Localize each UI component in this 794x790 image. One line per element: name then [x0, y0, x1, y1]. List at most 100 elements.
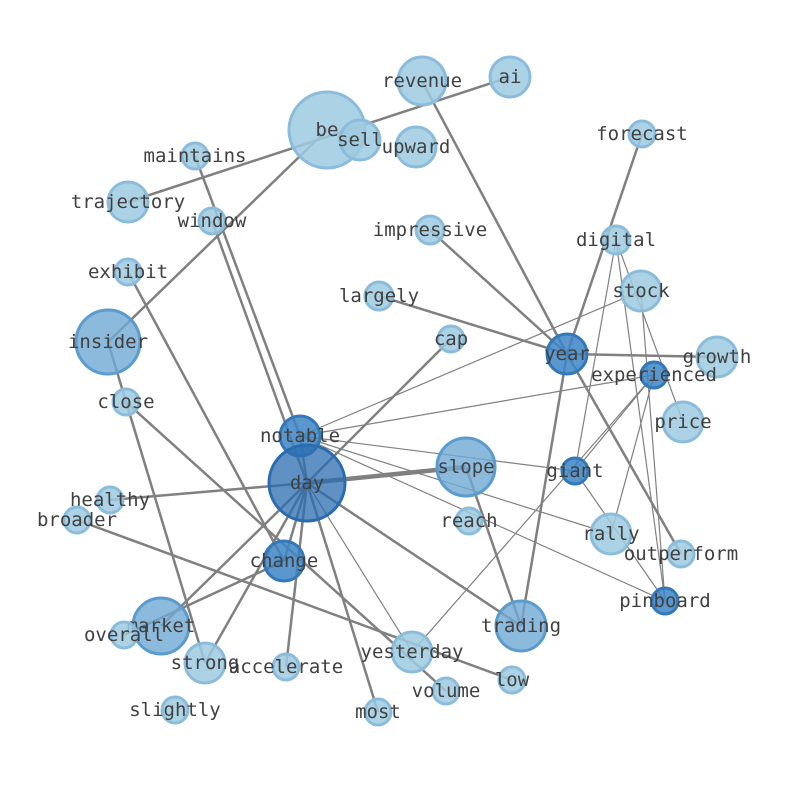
node-label-year: year: [544, 343, 590, 365]
node-exhibit: exhibit: [88, 257, 168, 287]
node-label-cap: cap: [434, 328, 468, 350]
edge-notable-giant: [299, 435, 576, 472]
node-low: low: [495, 665, 530, 695]
edge-year-growth: [566, 352, 718, 359]
node-healthy: healthy: [70, 485, 150, 515]
node-upward: upward: [382, 125, 451, 169]
edge-notable-experienced: [299, 374, 655, 437]
node-label-rally: rally: [582, 523, 639, 545]
node-label-insider: insider: [68, 331, 148, 353]
node-trajectory: trajectory: [71, 180, 185, 224]
node-forecast: forecast: [596, 119, 688, 149]
node-label-growth: growth: [683, 346, 752, 368]
node-circle-outperform: [666, 539, 696, 569]
node-label-window: window: [178, 210, 247, 232]
node-pinboard: pinboard: [619, 586, 711, 616]
node-circle-revenue: [396, 55, 448, 107]
node-circle-reach: [454, 506, 484, 536]
node-stock: stock: [612, 269, 670, 313]
node-circle-impressive: [414, 214, 446, 246]
node-change: change: [250, 539, 319, 583]
node-label-ai: ai: [499, 66, 522, 88]
node-circle-rally: [589, 512, 633, 556]
node-circle-low: [497, 665, 527, 695]
node-label-overall: overall: [84, 624, 164, 646]
node-label-slope: slope: [437, 456, 494, 478]
node-circle-most: [363, 697, 393, 727]
node-label-trading: trading: [481, 615, 561, 637]
node-cap: cap: [434, 324, 468, 354]
node-circle-forecast: [627, 119, 657, 149]
edge-experienced-giant: [574, 374, 655, 472]
edge-stock-pinboard: [640, 290, 666, 602]
edge-exhibit-change: [126, 271, 286, 562]
node-impressive: impressive: [373, 214, 487, 246]
edge-year-outperform: [565, 353, 683, 555]
node-insider: insider: [68, 308, 148, 376]
node-digital: digital: [576, 224, 656, 256]
node-circle-digital: [600, 224, 632, 256]
node-day: day: [267, 443, 347, 523]
node-label-outperform: outperform: [624, 543, 738, 565]
node-circle-close: [111, 387, 141, 417]
edge-year-trading: [519, 353, 569, 627]
node-rally: rally: [582, 512, 640, 556]
node-label-price: price: [654, 411, 711, 433]
node-circle-accelerate: [271, 652, 301, 682]
node-circle-ai: [488, 55, 532, 99]
node-label-close: close: [97, 391, 154, 413]
node-ai: ai: [488, 55, 532, 99]
node-circle-upward: [394, 125, 438, 169]
node-label-yesterday: yesterday: [361, 641, 464, 663]
node-strong: strong: [171, 641, 240, 685]
node-overall: overall: [84, 620, 164, 650]
node-label-stock: stock: [612, 280, 670, 302]
node-price: price: [654, 400, 712, 444]
node-circle-day: [267, 443, 347, 523]
node-close: close: [97, 387, 155, 417]
node-label-impressive: impressive: [373, 219, 487, 241]
node-label-day: day: [290, 472, 324, 494]
node-yesterday: yesterday: [361, 630, 464, 674]
node-label-reach: reach: [440, 510, 497, 532]
node-revenue: revenue: [382, 55, 462, 107]
node-volume: volume: [412, 676, 480, 706]
node-trading: trading: [481, 599, 561, 653]
node-accelerate: accelerate: [229, 652, 343, 682]
edge-notable-stock: [299, 290, 642, 437]
node-sell: sell: [337, 118, 383, 162]
node-circle-sell: [338, 118, 382, 162]
node-circle-broader: [62, 505, 92, 535]
node-label-pinboard: pinboard: [619, 590, 711, 612]
node-label-be: be: [316, 119, 339, 141]
node-label-change: change: [250, 550, 319, 572]
node-label-broader: broader: [37, 509, 117, 531]
node-circle-yesterday: [390, 630, 434, 674]
edge-experienced-rally: [610, 374, 655, 535]
node-label-sell: sell: [337, 129, 383, 151]
node-circle-volume: [431, 676, 461, 706]
node-circle-growth: [695, 335, 739, 379]
node-giant: giant: [546, 456, 604, 486]
node-label-upward: upward: [382, 136, 451, 158]
node-label-healthy: healthy: [70, 489, 150, 511]
node-label-market: market: [127, 615, 196, 637]
edge-revenue-year: [420, 80, 569, 355]
node-circle-year: [545, 332, 589, 376]
node-circle-insider: [74, 308, 142, 376]
node-label-giant: giant: [546, 460, 603, 482]
node-label-low: low: [495, 669, 530, 691]
node-window: window: [178, 206, 247, 236]
node-circle-strong: [183, 641, 227, 685]
node-label-trajectory: trajectory: [71, 191, 185, 213]
node-circle-slightly: [160, 695, 190, 725]
node-label-largely: largely: [339, 285, 419, 307]
node-label-accelerate: accelerate: [229, 656, 343, 678]
edge-maintains-notable: [193, 155, 302, 437]
node-label-notable: notable: [260, 425, 340, 447]
edge-day-most: [305, 482, 380, 713]
node-circle-largely: [363, 280, 395, 312]
node-maintains: maintains: [144, 141, 246, 171]
node-label-strong: strong: [171, 652, 240, 674]
edge-digital-price: [615, 239, 684, 423]
